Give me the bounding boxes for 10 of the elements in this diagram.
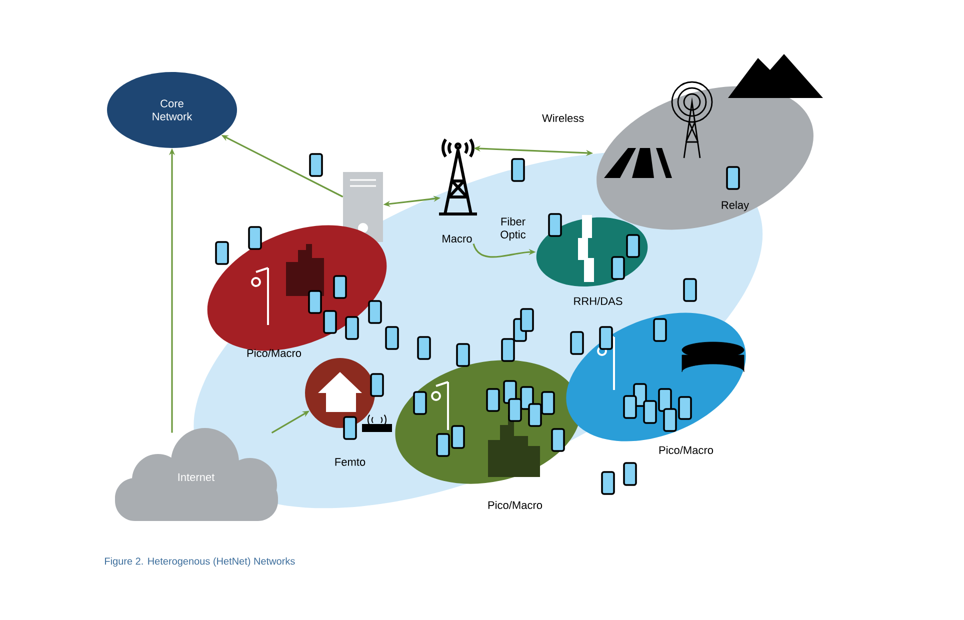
area-label: Relay	[722, 200, 750, 212]
area-label: Femto	[335, 458, 366, 466]
tower-label: Macro	[442, 234, 472, 243]
area-label: Pico/Macro	[488, 500, 542, 510]
edge-label: Wireless	[541, 112, 584, 124]
caption: Figure 2. Heterogenous (HetNet) Networks	[105, 557, 295, 567]
area-label: Pico/Macro	[247, 348, 302, 358]
area-label: RRH/DAS	[574, 296, 622, 306]
area-label: Pico/Macro	[659, 446, 714, 454]
edge-label: Fiber Optic	[492, 216, 534, 242]
